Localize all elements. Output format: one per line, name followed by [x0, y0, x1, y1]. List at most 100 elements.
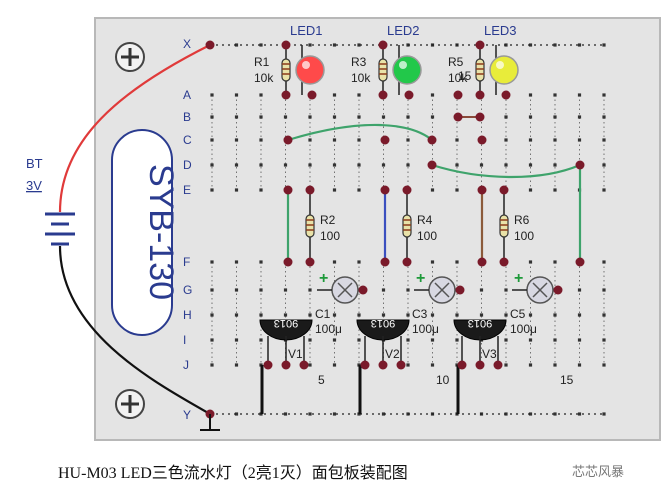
hole — [479, 288, 484, 292]
hole — [455, 260, 459, 264]
hole — [234, 288, 239, 292]
hole — [332, 115, 337, 119]
wire-positive — [58, 44, 211, 213]
resistor-value: 10k — [351, 71, 371, 85]
hole — [553, 338, 557, 342]
hole — [504, 163, 508, 167]
hole — [357, 93, 361, 97]
resistor-name: R1 — [254, 55, 270, 69]
hole — [332, 163, 337, 167]
hole — [528, 43, 533, 47]
resistor-value: 100 — [320, 229, 340, 243]
hole — [234, 338, 239, 342]
hole — [234, 138, 239, 142]
connection-node — [360, 360, 370, 370]
hole — [357, 313, 361, 317]
model-badge — [111, 129, 173, 336]
hole — [528, 138, 533, 142]
transistor-part: 9013 — [371, 317, 395, 329]
hole — [381, 288, 386, 292]
hole — [406, 338, 410, 342]
hole — [430, 115, 435, 119]
hole — [602, 288, 606, 292]
plus-icon: + — [416, 270, 425, 287]
connection-node — [305, 257, 315, 267]
hole — [577, 363, 582, 367]
resistor-body — [499, 214, 509, 238]
row-label: A — [183, 88, 191, 102]
plus-icon: + — [319, 270, 328, 287]
hole — [455, 313, 459, 317]
screw-icon-bottom — [115, 389, 145, 419]
capacitor-name: C5 — [510, 307, 526, 321]
transistor-icon: 9013 — [259, 317, 313, 365]
transistor-part: 9013 — [468, 317, 492, 329]
connection-node — [380, 257, 390, 267]
hole — [602, 412, 606, 416]
capacitor-mark — [337, 282, 353, 298]
hole — [577, 138, 582, 142]
hole — [381, 313, 386, 317]
resistor-name: R4 — [417, 213, 433, 227]
row-label-x: X — [183, 37, 191, 51]
hole — [528, 338, 533, 342]
hole — [210, 115, 214, 119]
connection-node — [378, 40, 388, 50]
hole — [259, 43, 263, 47]
hole — [455, 138, 459, 142]
row-label: I — [183, 333, 186, 347]
hole — [406, 115, 410, 119]
resistor-body — [305, 214, 315, 238]
hole — [602, 93, 606, 97]
rail-node — [205, 40, 215, 50]
hole — [553, 43, 557, 47]
hole — [210, 338, 214, 342]
connection-node — [402, 257, 412, 267]
hole — [602, 138, 606, 142]
transistor-part: 9013 — [274, 317, 298, 329]
hole — [234, 115, 239, 119]
hole — [577, 338, 582, 342]
connection-node — [305, 185, 315, 195]
hole — [430, 93, 435, 97]
hole — [259, 163, 263, 167]
connection-node — [475, 360, 485, 370]
hole — [308, 138, 312, 142]
hole — [430, 363, 435, 367]
hole — [553, 93, 557, 97]
hole — [259, 288, 263, 292]
connection-node — [477, 185, 487, 195]
hole — [504, 363, 508, 367]
hole — [234, 412, 239, 416]
transistor-icon: 9013 — [453, 317, 507, 365]
hole — [210, 163, 214, 167]
hole — [553, 260, 557, 264]
resistor-value: 10k — [448, 71, 468, 85]
row-label: C — [183, 133, 192, 147]
connection-node — [378, 360, 388, 370]
transistor-name: V3 — [482, 347, 497, 361]
connection-node — [575, 257, 585, 267]
screw-icon-top — [115, 42, 145, 72]
battery-label: BT — [26, 156, 43, 171]
connection-node — [358, 285, 368, 295]
capacitor-value: 100μ — [412, 322, 439, 336]
connection-node — [380, 185, 390, 195]
hole — [381, 163, 386, 167]
connection-node — [575, 160, 585, 170]
hole — [381, 115, 386, 119]
breadboard-panel — [94, 17, 661, 441]
model-label: SYB-130 — [142, 164, 180, 300]
hole — [455, 338, 459, 342]
resistor-value: 100 — [514, 229, 534, 243]
hole — [504, 338, 508, 342]
hole — [577, 115, 582, 119]
hole — [234, 93, 239, 97]
connection-node — [299, 360, 309, 370]
hole — [602, 260, 606, 264]
hole — [602, 43, 606, 47]
row-label: B — [183, 110, 191, 124]
